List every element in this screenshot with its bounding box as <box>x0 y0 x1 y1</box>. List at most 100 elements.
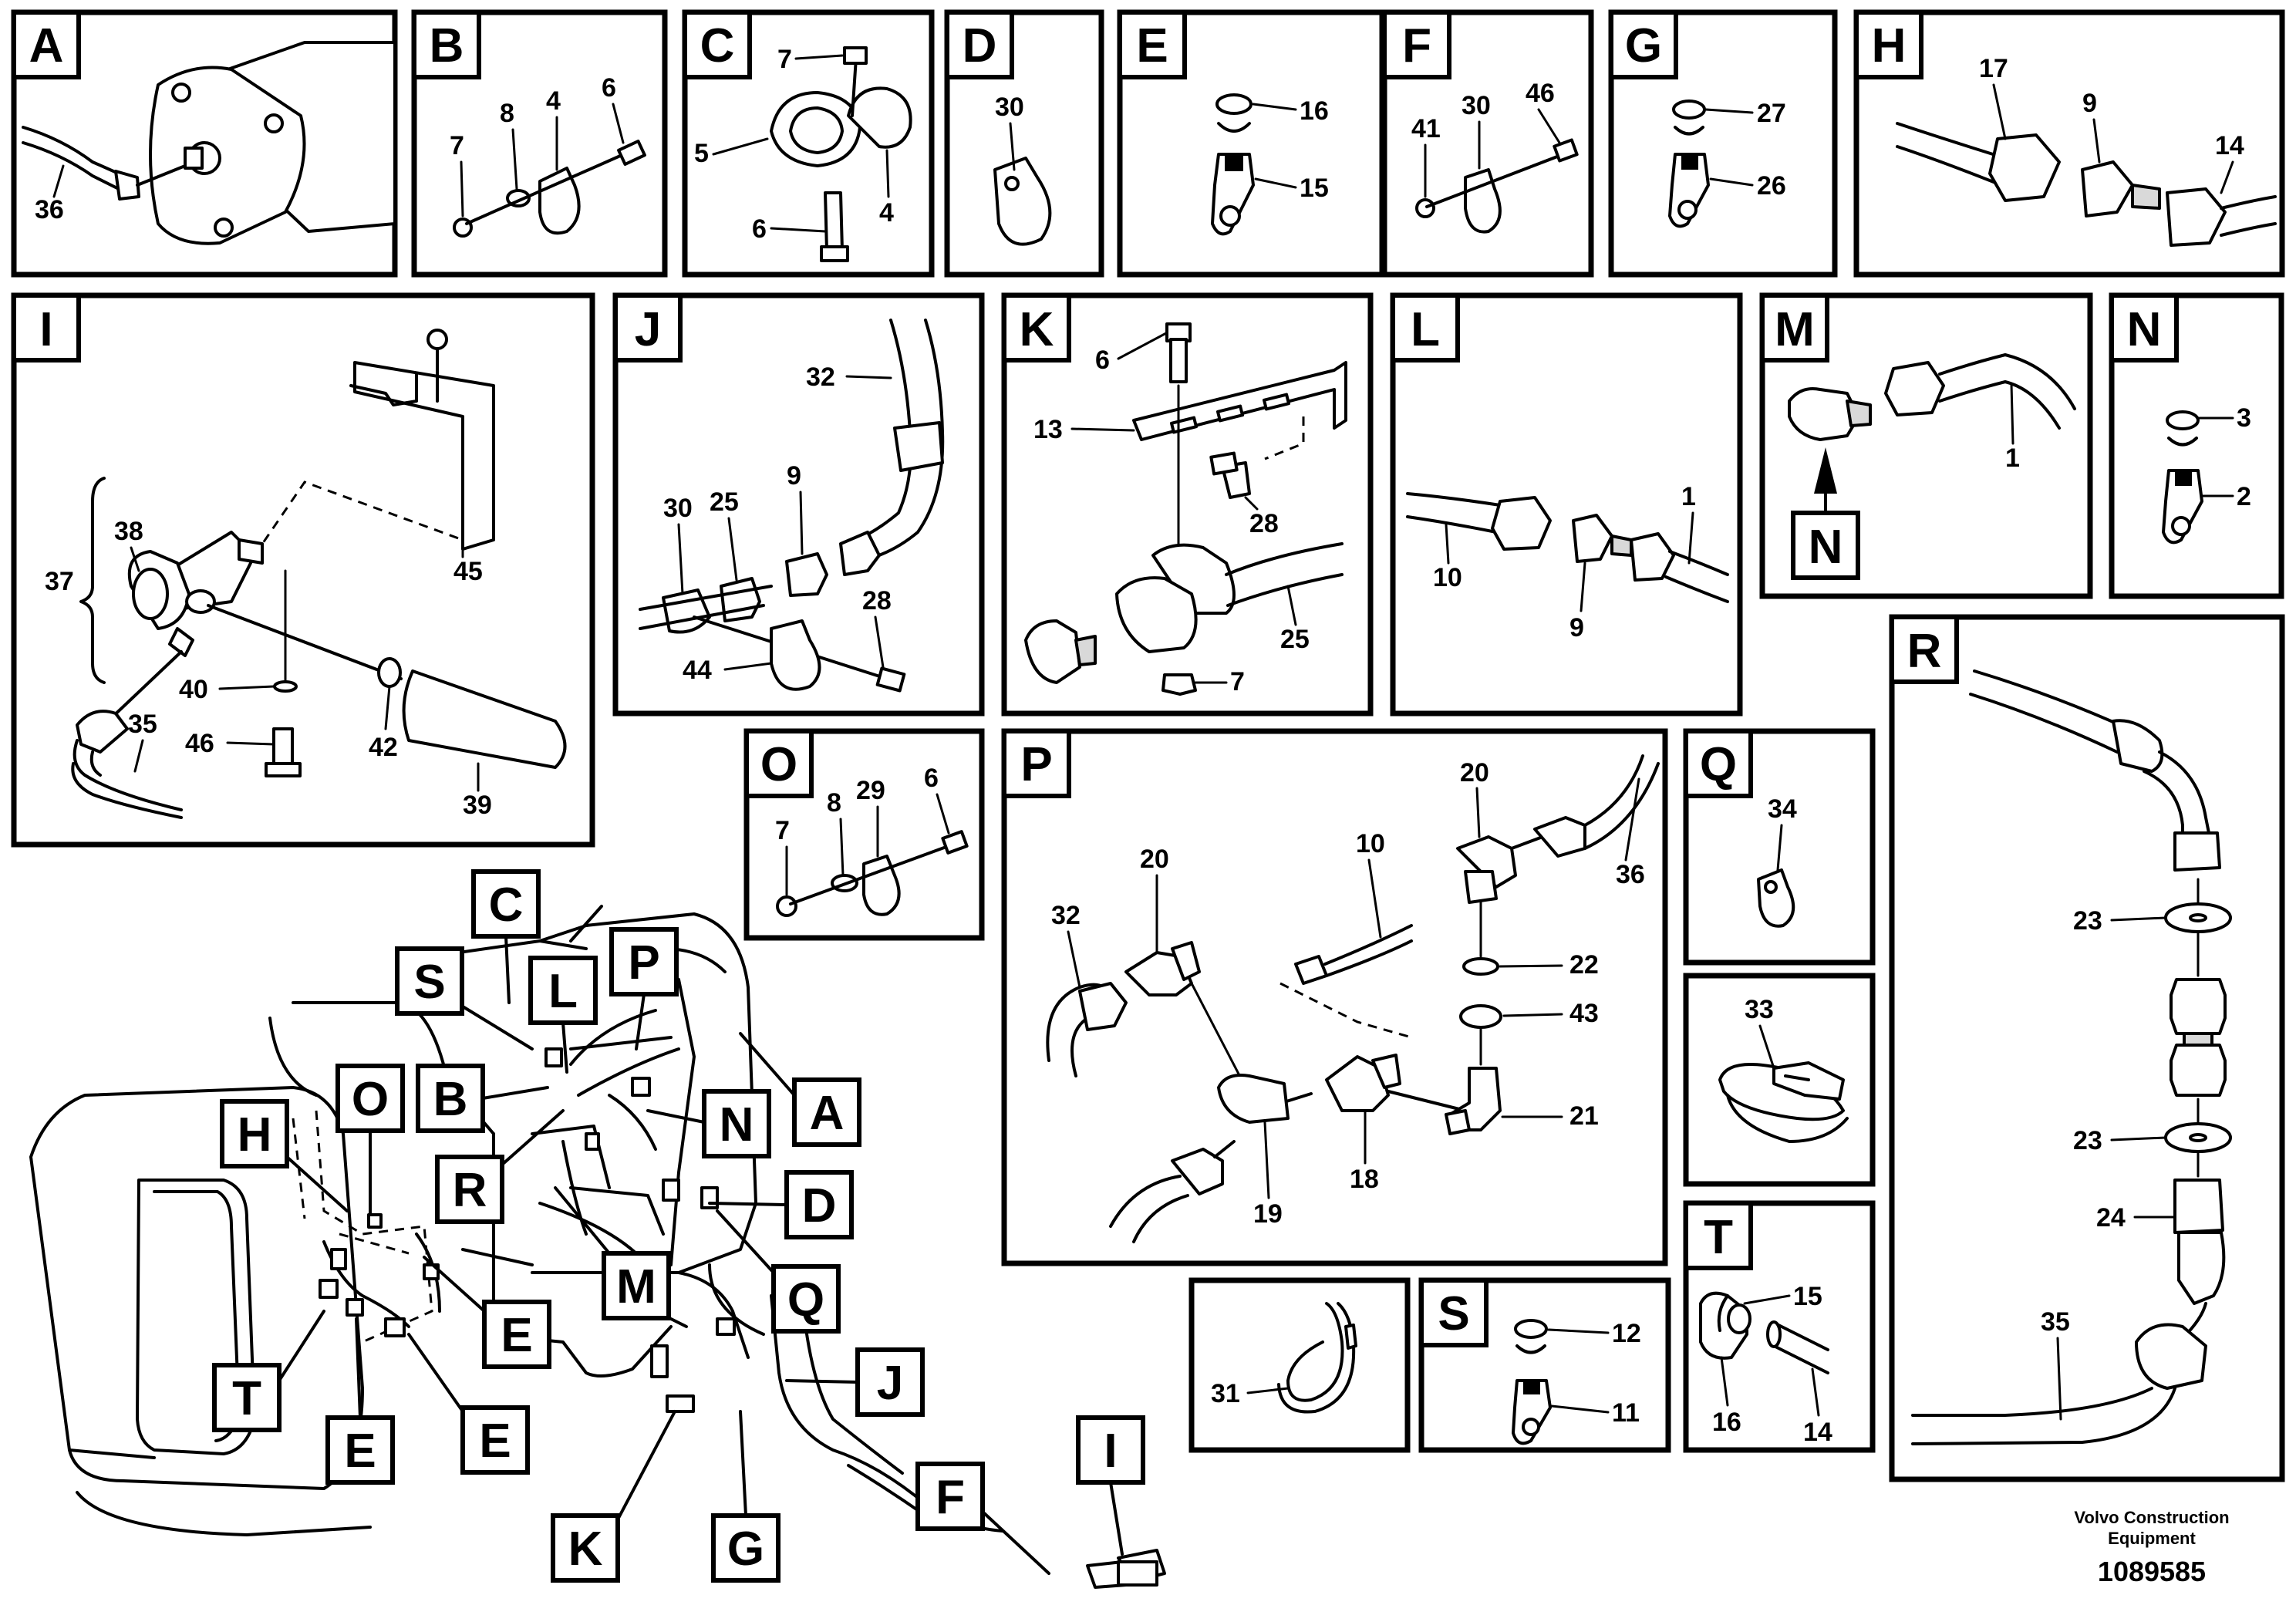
part-label: 25 <box>1280 625 1310 654</box>
part-label: 8 <box>500 99 514 128</box>
panel-c: C 7 5 4 6 <box>682 9 935 278</box>
panel-b: B 7 8 4 6 <box>411 9 668 278</box>
panel-r-drawing: 23 23 24 35 <box>1911 669 2232 1445</box>
part-label: 4 <box>879 198 894 228</box>
part-label: 9 <box>787 461 801 491</box>
part-label: 41 <box>1411 114 1441 143</box>
panel-l-letter: L <box>1411 303 1440 356</box>
panel-e: E 16 15 <box>1117 9 1385 278</box>
part-label: 10 <box>1433 563 1462 592</box>
panel-q-letter: Q <box>1700 738 1737 791</box>
part-label: 27 <box>1757 99 1786 128</box>
callout-n-overview: N <box>720 1098 754 1152</box>
part-label: 28 <box>1249 509 1279 538</box>
callout-c: C <box>489 878 524 932</box>
panel-s-drawing: 12 11 <box>1512 1319 1641 1445</box>
part-label: 39 <box>463 791 492 820</box>
panel-m-letter: M <box>1775 303 1815 356</box>
panel-l: L 1 10 9 <box>1390 292 1743 717</box>
callout-n: N <box>1809 521 1843 574</box>
panel-d-drawing: 30 <box>993 93 1052 246</box>
part-label: 40 <box>179 675 208 704</box>
callout-e-1: E <box>501 1309 532 1362</box>
panel-c-drawing: 7 5 4 6 <box>694 45 912 262</box>
panel-s-letter: S <box>1438 1287 1469 1340</box>
panel-o-letter: O <box>760 738 797 791</box>
panel-e-drawing: 16 15 <box>1211 93 1329 236</box>
part-label: 43 <box>1569 999 1599 1028</box>
part-label: 14 <box>1803 1418 1832 1447</box>
part-label: 29 <box>856 776 885 805</box>
callout-o: O <box>352 1073 389 1126</box>
document-number: 1089585 <box>2098 1556 2206 1587</box>
part-label: 18 <box>1350 1165 1379 1194</box>
panel-b-letter: B <box>430 19 464 73</box>
part-label: 31 <box>1211 1379 1240 1408</box>
panel-j: J 32 30 25 9 28 44 <box>612 292 985 717</box>
part-label: 13 <box>1033 415 1063 444</box>
panel-f: F 41 30 46 <box>1381 9 1594 278</box>
part-label: 30 <box>663 494 693 523</box>
panel-m: M N 1 <box>1759 292 2093 599</box>
panel-a: A 36 <box>11 9 398 278</box>
callout-a: A <box>810 1087 845 1140</box>
panel-cable-tie: 31 <box>1188 1277 1411 1453</box>
publisher-credit: Volvo Construction Equipment 1089585 <box>2074 1508 2229 1587</box>
panel-g-drawing: 27 26 <box>1668 99 1786 228</box>
panel-k-letter: K <box>1020 303 1054 356</box>
part-label: 36 <box>1616 860 1645 889</box>
part-label: 44 <box>683 656 712 685</box>
panel-g-letter: G <box>1625 19 1662 73</box>
part-label: 46 <box>185 729 214 758</box>
panel-k-drawing: 6 13 28 25 7 <box>1024 322 1347 696</box>
part-label: 3 <box>2237 403 2251 433</box>
part-label: 6 <box>1095 346 1110 375</box>
panel-h-letter: H <box>1872 19 1907 73</box>
part-label: 9 <box>2082 89 2097 118</box>
callout-f: F <box>936 1471 965 1524</box>
callout-b: B <box>433 1073 468 1126</box>
callout-e-2: E <box>344 1425 376 1478</box>
part-label: 33 <box>1745 995 1774 1024</box>
part-label: 23 <box>2073 906 2102 936</box>
callout-d: D <box>802 1179 837 1233</box>
part-label: 8 <box>827 788 841 818</box>
panel-s: S 12 11 <box>1418 1277 1671 1453</box>
callout-r: R <box>453 1164 487 1217</box>
panel-m-drawing: N 1 <box>1788 353 2076 580</box>
panel-f-drawing: 41 30 46 <box>1411 79 1579 234</box>
callout-t: T <box>232 1372 261 1425</box>
callout-j: J <box>877 1357 903 1410</box>
part-label: 1 <box>2005 443 2020 473</box>
part-label: 7 <box>777 45 792 74</box>
part-label: 34 <box>1768 794 1797 824</box>
callout-h: H <box>238 1108 272 1162</box>
part-label: 11 <box>1612 1398 1640 1428</box>
part-label: 20 <box>1140 845 1169 874</box>
panel-e-letter: E <box>1136 19 1168 73</box>
part-label: 17 <box>1979 54 2008 83</box>
panel-l-drawing: 1 10 9 <box>1406 482 1729 642</box>
part-label: 28 <box>862 586 892 615</box>
part-label: 14 <box>2215 131 2244 160</box>
credit-line-1: Volvo Construction <box>2074 1508 2229 1527</box>
panel-p: P <box>1001 728 1668 1266</box>
part-label: 32 <box>806 363 835 392</box>
callout-g: G <box>727 1523 764 1576</box>
panel-k: K 6 13 28 25 7 <box>1001 292 1374 717</box>
panel-d: D 30 <box>944 9 1104 278</box>
part-label: 7 <box>1230 667 1245 696</box>
panel-p-letter: P <box>1020 738 1052 791</box>
callout-m: M <box>616 1260 656 1313</box>
part-label: 7 <box>775 816 790 845</box>
panel-a-letter: A <box>29 19 64 73</box>
part-label: 10 <box>1356 829 1385 858</box>
part-label: 12 <box>1612 1319 1641 1348</box>
part-label: 37 <box>45 567 74 596</box>
part-label: 6 <box>752 214 767 244</box>
panel-f-letter: F <box>1402 19 1431 73</box>
part-label: 9 <box>1569 613 1584 642</box>
part-label: 23 <box>2073 1126 2102 1155</box>
panel-j-letter: J <box>635 303 661 356</box>
